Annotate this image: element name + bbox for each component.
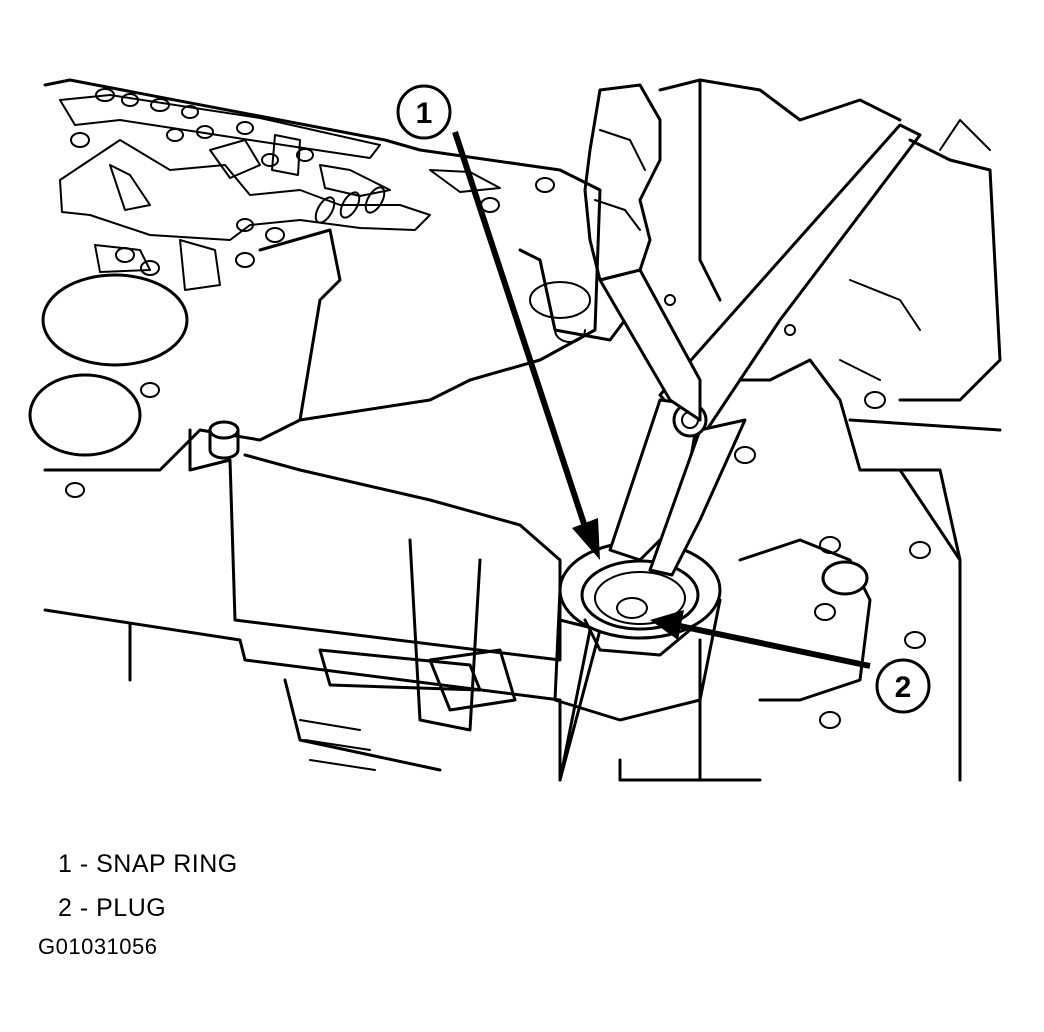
legend-item-plug: 2 - PLUG [58, 894, 167, 922]
transmission-illustration: 1 2 [28, 78, 1002, 782]
snap-ring-pliers [598, 123, 922, 577]
callout-1-number: 1 [416, 97, 433, 130]
callout-2-arrow [650, 610, 871, 669]
callout-1-marker: 1 [396, 84, 452, 140]
legend: 1 - SNAP RING 2 - PLUG [58, 842, 238, 930]
callout-2-marker: 2 [875, 658, 931, 714]
figure-id: G01031056 [38, 934, 158, 959]
callout-1-arrow [452, 131, 600, 560]
valve-body-plate [28, 78, 602, 498]
legend-item-snap-ring: 1 - SNAP RING [58, 850, 238, 878]
case-casting [43, 228, 1002, 782]
hand [583, 78, 1002, 402]
callout-2-number: 2 [895, 671, 912, 704]
